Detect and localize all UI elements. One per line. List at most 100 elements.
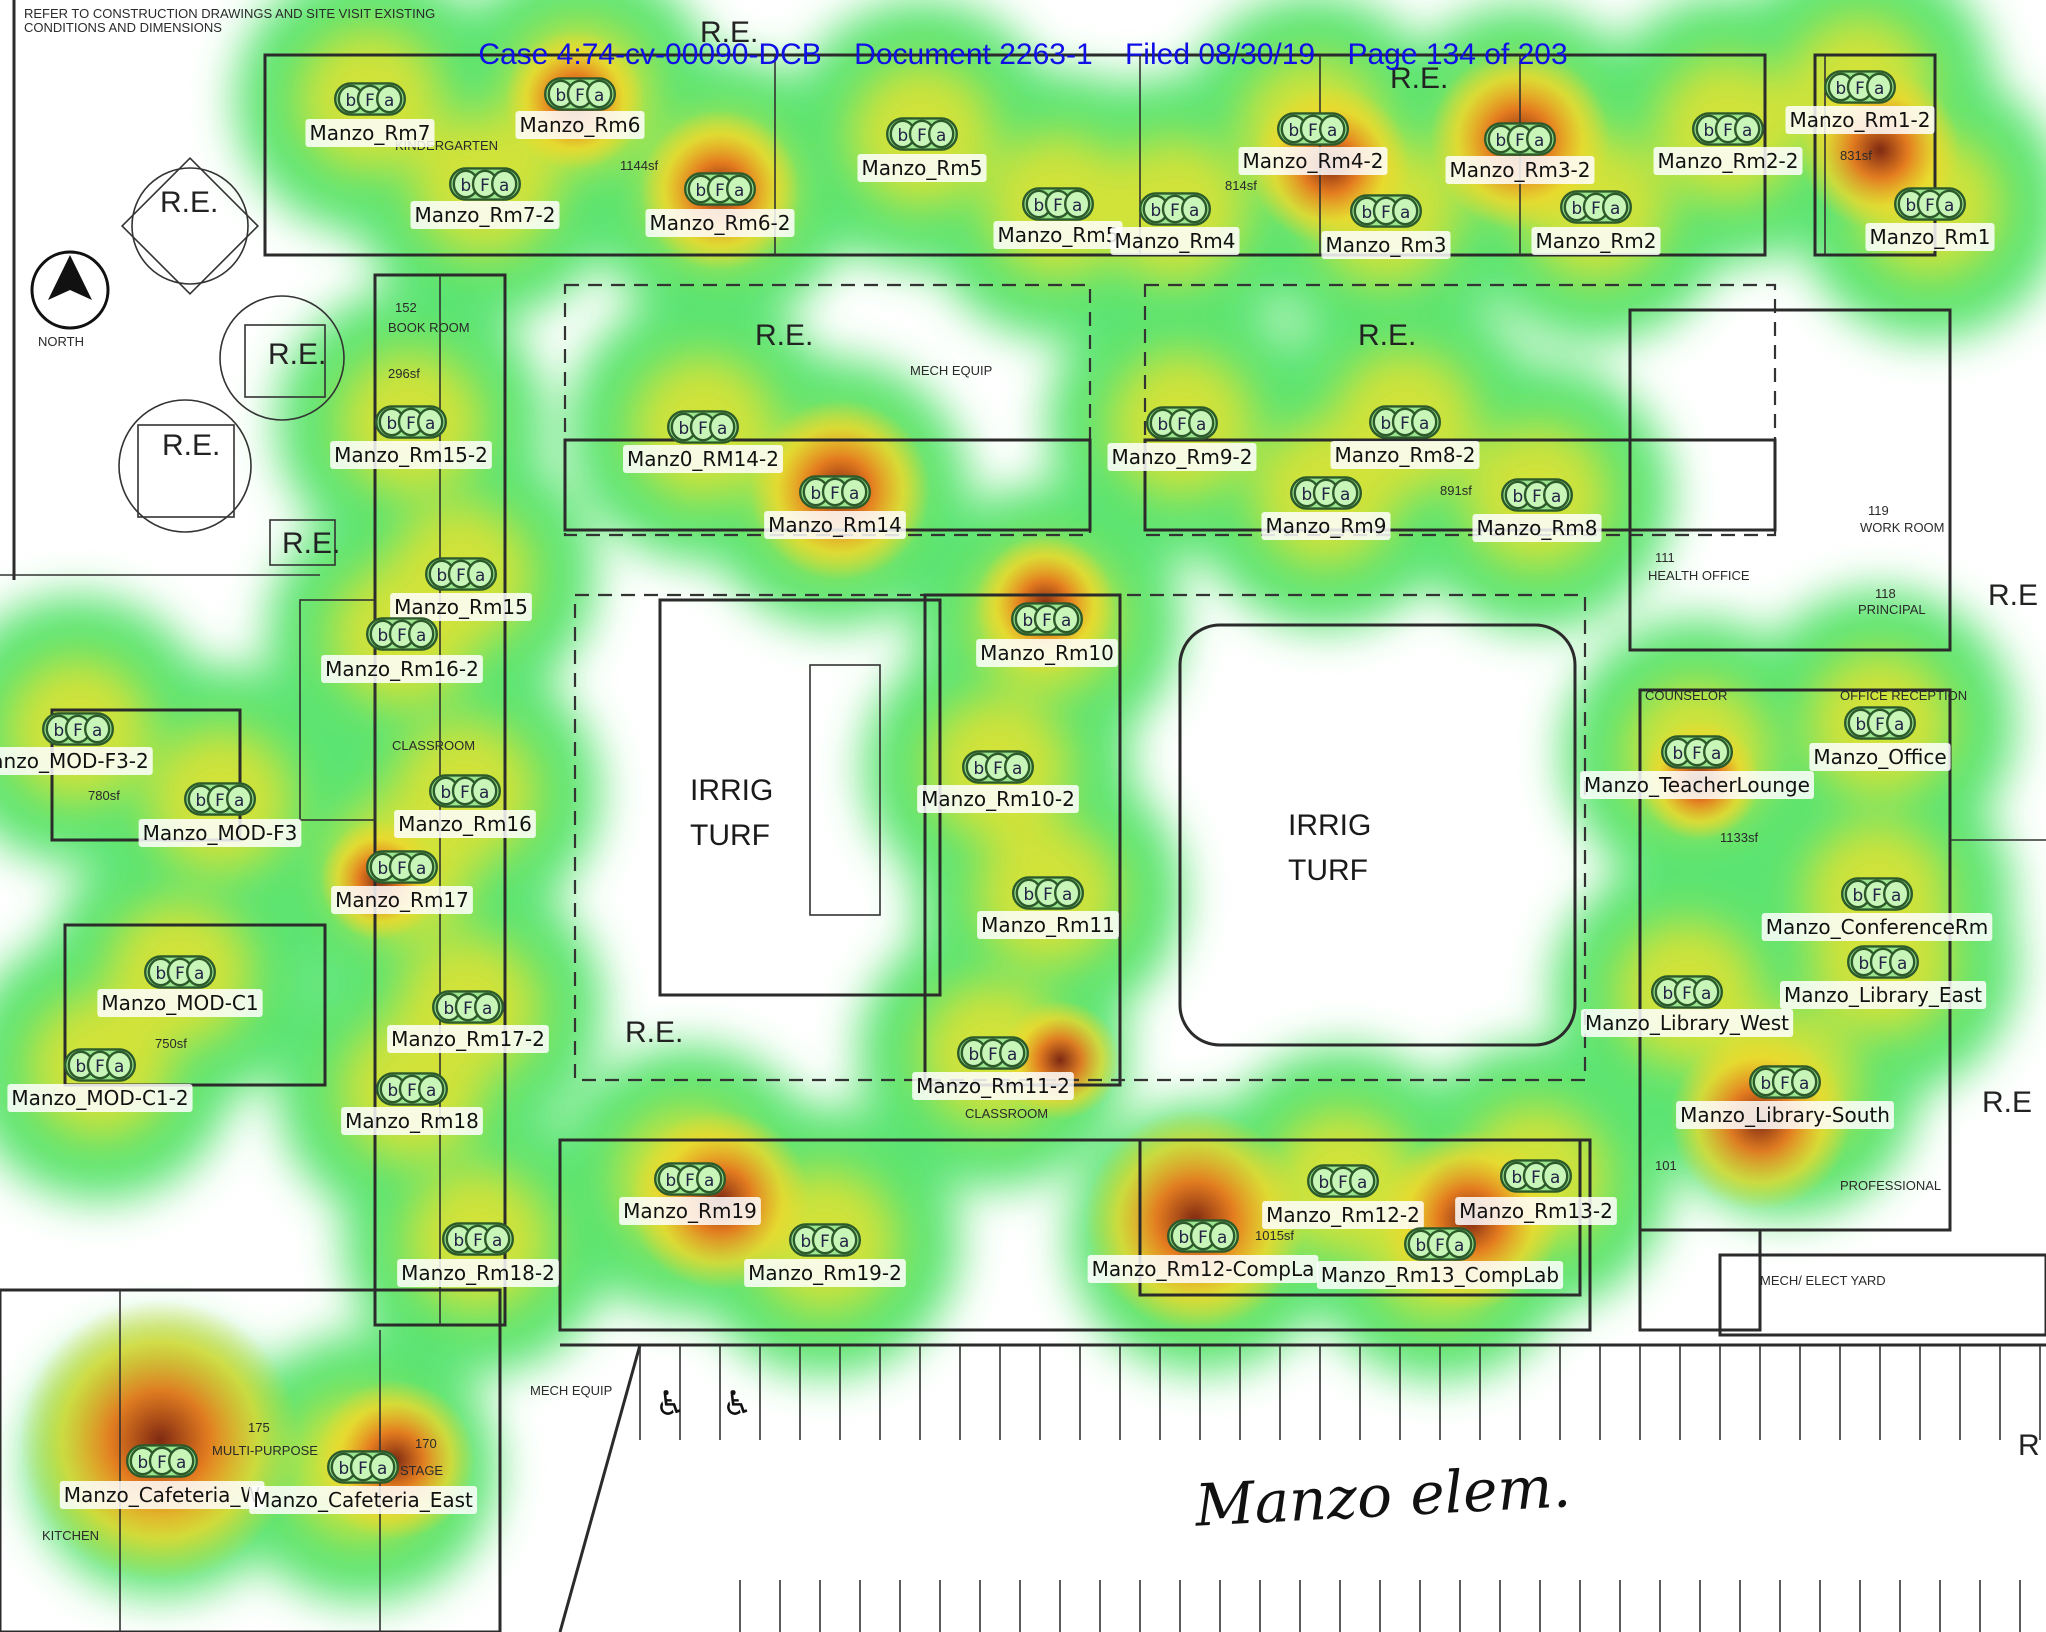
access-point-marker[interactable]: Manzo_Rm13_CompLab: [1316, 1227, 1564, 1289]
room-name: MECH/ ELECT YARD: [1760, 1273, 1886, 1288]
access-point-icon: [1484, 122, 1556, 156]
access-point-label: Manzo_Rm18: [345, 1109, 479, 1133]
access-point-marker[interactable]: Manzo_Rm6: [515, 77, 645, 139]
access-point-marker[interactable]: Manzo_Rm15-2: [330, 405, 492, 469]
access-point-label-background: [138, 819, 302, 847]
access-point-label: Manzo_Rm2-2: [1658, 149, 1799, 173]
access-point-label: Manzo_Rm11-2: [916, 1074, 1070, 1098]
mod-area-label: 780sf: [88, 788, 120, 803]
access-point-label: Manzo_Cafeteria_W: [64, 1483, 261, 1507]
access-point-marker[interactable]: Manzo_Rm9: [1261, 476, 1391, 540]
access-point-label-background: [1580, 771, 1814, 799]
room-name: COUNSELOR: [1645, 688, 1727, 703]
access-point-marker[interactable]: Manzo_Rm4: [1110, 192, 1240, 255]
access-point-label-background: [1238, 147, 1388, 175]
access-point-marker[interactable]: Manzo_Rm10-2: [917, 750, 1079, 813]
access-point-icon: [667, 410, 739, 444]
access-point-label: Manzo_Rm9-2: [1112, 445, 1253, 469]
access-point-marker[interactable]: Manzo_Rm14: [764, 475, 906, 539]
irrig-turf-label: IRRIG: [1288, 809, 1371, 842]
access-point-marker[interactable]: Manzo_Rm2-2: [1653, 112, 1803, 175]
access-point-marker[interactable]: Manzo_Rm12-2: [1262, 1164, 1424, 1229]
access-point-marker[interactable]: Manzo_MOD-C1-2: [7, 1048, 193, 1112]
access-point-label: Manzo_Rm14: [768, 513, 902, 537]
access-point-marker[interactable]: Manzo_MOD-F3: [138, 782, 302, 847]
access-point-marker[interactable]: Manzo_Rm18: [341, 1072, 483, 1135]
access-point-marker[interactable]: Manzo_Cafeteria_W: [59, 1444, 265, 1509]
access-point-icon: [144, 955, 216, 989]
access-point-marker[interactable]: Manzo_Library-South: [1676, 1065, 1894, 1129]
access-point-label: Manzo_Rm18-2: [401, 1261, 555, 1285]
access-point-marker[interactable]: Manzo_Rm2: [1531, 190, 1661, 255]
access-point-marker[interactable]: Manzo_Rm10: [976, 602, 1118, 667]
access-point-marker[interactable]: Manzo_Rm4-2: [1238, 112, 1388, 175]
access-point-marker[interactable]: Manzo_Library_East: [1779, 945, 1987, 1009]
access-point-marker[interactable]: Manzo_Rm8-2: [1330, 405, 1480, 469]
plan-note: CONDITIONS AND DIMENSIONS: [24, 20, 222, 35]
access-point-marker[interactable]: Manzo_Rm3-2: [1445, 122, 1595, 184]
case-number: Case 4:74-cv-00090-DCB: [478, 38, 822, 71]
room-name: BOOK ROOM: [388, 320, 470, 335]
access-point-icon: [1139, 192, 1211, 226]
access-point-label: Manzo_MOD-F3: [143, 821, 298, 845]
court-filing-header: Case 4:74-cv-00090-DCB Document 2263-1 F…: [0, 38, 2046, 72]
access-point-label-background: [394, 810, 536, 838]
access-point-marker[interactable]: Manzo_Rm17: [331, 850, 473, 914]
room-area: 1144sf: [620, 158, 658, 173]
access-point-icon: [1167, 1219, 1239, 1253]
access-point-label: Manzo_Rm19-2: [748, 1261, 902, 1285]
access-point-label: Manzo_Rm3: [1325, 233, 1446, 257]
access-point-marker[interactable]: Manzo_MOD-C1: [97, 955, 263, 1017]
room-name: KITCHEN: [42, 1528, 99, 1543]
access-point-marker[interactable]: Manzo_Rm17-2: [387, 990, 549, 1053]
access-point-marker[interactable]: Manzo_Rm16: [394, 774, 536, 838]
access-point-icon: [1277, 112, 1349, 146]
access-point-label: Manzo_Rm12-CompLa: [1092, 1257, 1315, 1281]
access-point-label-background: [0, 747, 153, 775]
access-point-marker[interactable]: Manzo_Rm1: [1865, 187, 1995, 251]
access-point-marker[interactable]: Manzo_Rm11: [977, 876, 1119, 939]
access-point-marker[interactable]: Manzo_Library_West: [1580, 975, 1794, 1037]
re-label: R.E: [1988, 579, 2038, 612]
room-area: 296sf: [388, 366, 420, 381]
access-point-marker[interactable]: Manzo_Rm19: [619, 1162, 761, 1225]
access-point-marker[interactable]: Manzo_Rm6-2: [645, 172, 795, 237]
access-point-marker[interactable]: Manzo_Rm11-2: [912, 1036, 1074, 1100]
access-point-marker[interactable]: Manzo_Rm13-2: [1455, 1159, 1617, 1225]
access-point-marker[interactable]: Manzo_Rm7-2: [410, 167, 560, 229]
access-point-label: Manzo_Rm7: [309, 121, 430, 145]
access-point-marker[interactable]: Manzo_Rm19-2: [744, 1223, 906, 1287]
access-point-marker[interactable]: Manzo_ConferenceRm: [1761, 877, 1993, 941]
access-point-marker[interactable]: Manz0_RM14-2: [623, 410, 783, 473]
access-point-label-background: [623, 445, 783, 473]
page-number: Page 134 of 203: [1347, 38, 1568, 71]
access-point-marker[interactable]: Manzo_Rm5: [857, 117, 987, 182]
access-point-label: Manzo_MOD-C1-2: [11, 1086, 188, 1110]
signal-hotspot: [20, 1300, 300, 1580]
access-point-marker[interactable]: Manzo_Rm18-2: [397, 1222, 559, 1287]
access-point-label: Manzo_Rm16-2: [325, 657, 479, 681]
access-point-marker[interactable]: Manzo_Rm9-2: [1107, 406, 1257, 471]
parking-stalls: [639, 1345, 2041, 1440]
access-point-marker[interactable]: Manzo_Rm8: [1472, 478, 1602, 542]
access-point-marker[interactable]: Manzo_Office: [1809, 706, 1951, 771]
access-point-label-background: [1445, 156, 1595, 184]
room-area: 814sf: [1225, 178, 1257, 193]
access-point-label: Manzo_Rm13_CompLab: [1321, 1263, 1559, 1287]
access-point-marker[interactable]: Manzo_Rm3: [1321, 194, 1451, 259]
access-point-marker[interactable]: Manzo_Cafeteria_East: [249, 1450, 478, 1514]
access-point-marker[interactable]: Manzo_Rm1-2: [1785, 70, 1935, 134]
access-point-icon: [1844, 706, 1916, 740]
access-point-marker[interactable]: Manzo_Rm7: [305, 82, 435, 147]
access-point-marker[interactable]: Manzo_TeacherLounge: [1580, 735, 1814, 799]
access-point-marker[interactable]: Manzo_Rm16-2: [321, 617, 483, 683]
access-point-label-background: [249, 1486, 478, 1514]
access-point-marker[interactable]: anzo_MOD-F3-2: [0, 712, 153, 775]
access-point-marker[interactable]: Manzo_Rm12-CompLa: [1087, 1219, 1319, 1283]
access-point-marker[interactable]: Manzo_Rm15: [390, 557, 532, 621]
access-point-marker[interactable]: Manzo_Rm5: [993, 187, 1123, 249]
access-point-label-background: [1262, 1201, 1424, 1229]
access-point-label: Manzo_Rm7-2: [415, 203, 556, 227]
